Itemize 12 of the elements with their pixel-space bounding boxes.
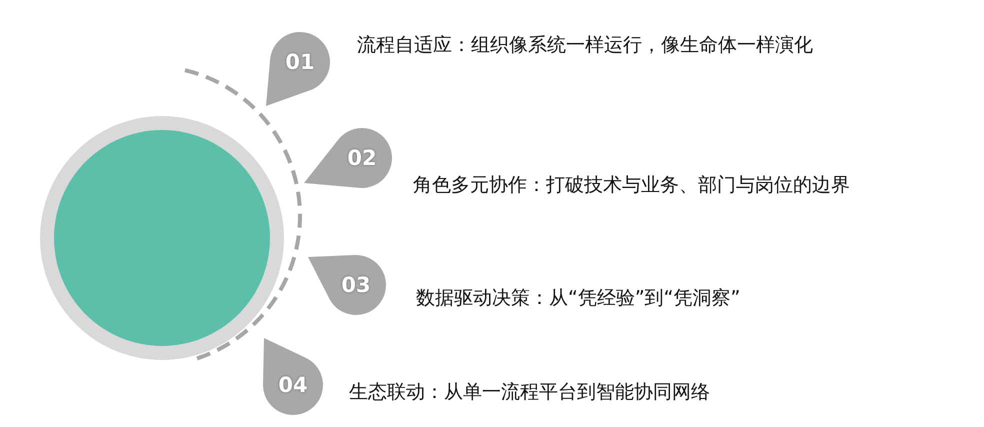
- step-number: 02: [346, 146, 378, 170]
- step-description: 角色多元协作：打破技术与业务、部门与岗位的边界: [413, 173, 850, 198]
- step-number: 01: [284, 50, 316, 74]
- step-number: 03: [340, 273, 372, 297]
- teardrop-badge: [262, 337, 324, 416]
- step-description: 数据驱动决策：从“凭经验”到“凭洞察”: [416, 286, 740, 311]
- teardrop-badge: [307, 254, 387, 316]
- teardrop-badge: [303, 127, 393, 189]
- step-description: 生态联动：从单一流程平台到智能协同网络: [349, 380, 710, 405]
- step-description: 流程自适应：组织像系统一样运行，像生命体一样演化: [357, 33, 813, 58]
- teardrop-badge: [265, 31, 331, 107]
- step-number: 04: [277, 373, 309, 397]
